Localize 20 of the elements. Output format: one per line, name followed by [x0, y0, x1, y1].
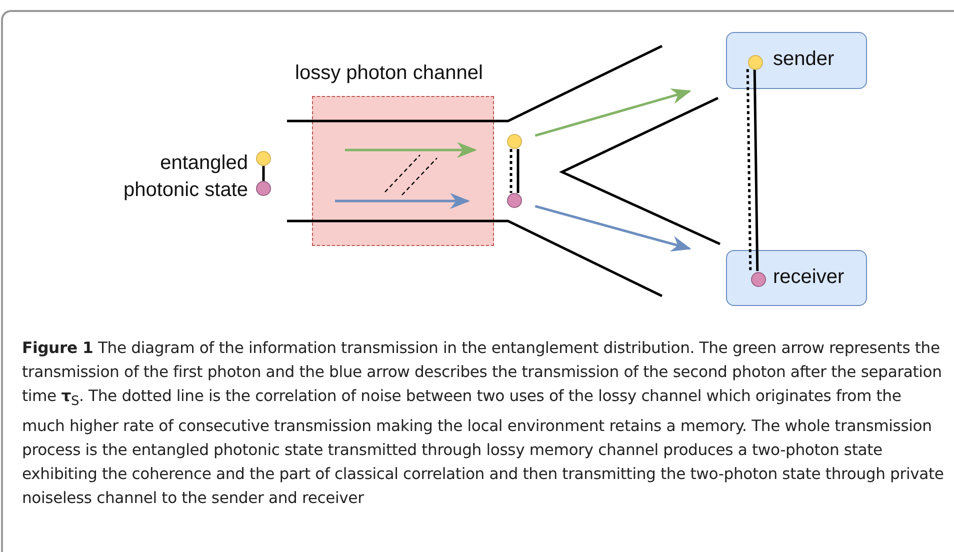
arrow — [534, 88, 692, 137]
arrow — [534, 205, 692, 252]
photon-dot — [507, 193, 522, 208]
photon-dot — [751, 272, 766, 287]
figure-caption: Figure 1 The diagram of the information transmission in the entanglement distribution. The green arrow represents the transmission of the first photon and the blue arrow describes the transmission of the second photon after the separation time τ$_{S}$. The dotted line is the correlation of noise between two uses of the lossy channel which originates from the much higher rate of consecutive transmission making the local environment retains a memory. The whole transmission process is the entangled photonic state transmitted through lossy memory channel produces a two-photon state exhibiting the coherence and the part of classical correlation and then transmitting the two-photon state through private noiseless channel to the sender and receiver — [22, 338, 945, 510]
state-label: entangled photonic state — [98, 150, 248, 204]
connector-line — [510, 149, 512, 193]
connector-line — [262, 166, 265, 181]
connector-line — [746, 69, 752, 272]
connector-line — [753, 68, 759, 272]
connector-line — [516, 149, 520, 193]
channel-title: lossy photon channel — [295, 62, 483, 85]
party-box — [726, 250, 867, 306]
party-box — [726, 32, 867, 89]
party-label: receiver — [773, 266, 844, 289]
photon-dot — [256, 181, 271, 196]
party-label: sender — [773, 48, 834, 71]
photon-dot — [507, 134, 522, 149]
photon-dot — [256, 151, 271, 166]
photon-dot — [748, 55, 763, 70]
